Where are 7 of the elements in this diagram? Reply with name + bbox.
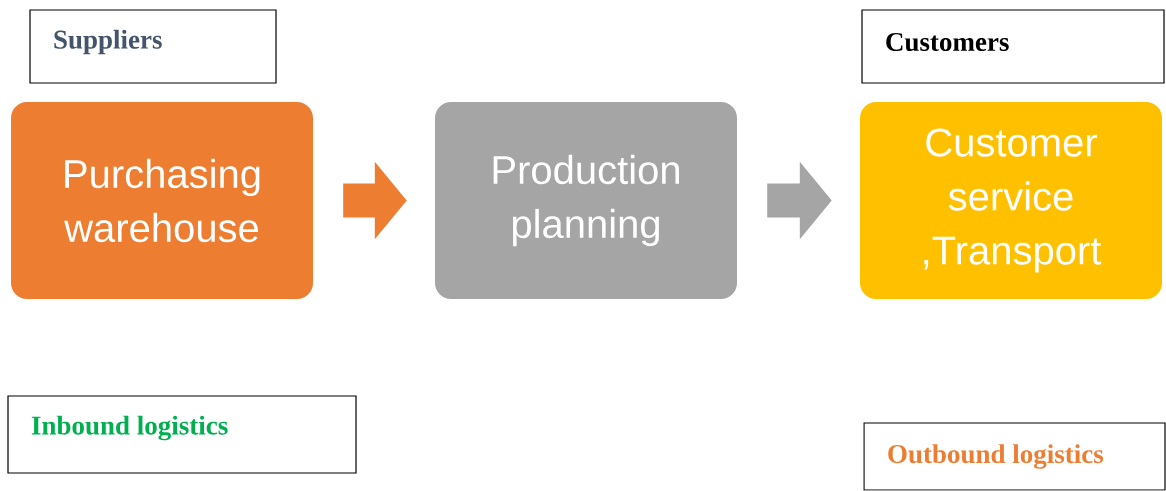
process-box: Customer service ,Transport xyxy=(860,102,1162,299)
process-box: Production planning xyxy=(435,102,737,299)
process-box: Purchasing warehouse xyxy=(11,102,313,299)
label-box: Outbound logistics xyxy=(863,422,1166,491)
label-box: Suppliers xyxy=(29,9,277,84)
label-box: Inbound logistics xyxy=(7,395,357,474)
label-box: Customers xyxy=(861,9,1165,84)
